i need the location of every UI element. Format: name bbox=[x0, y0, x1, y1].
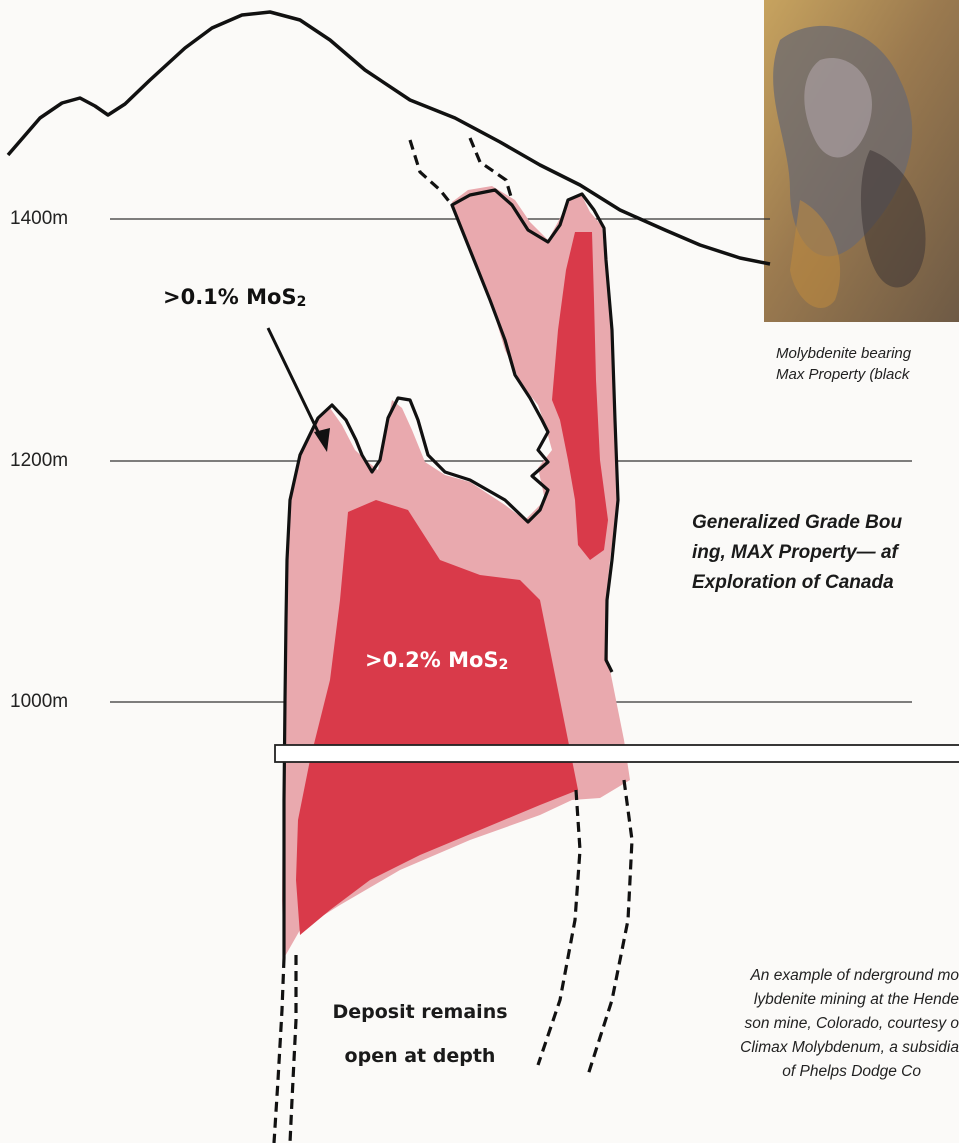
dashed-line-bottom-right bbox=[588, 780, 632, 1075]
elevation-label-1400: 1400m bbox=[10, 208, 68, 230]
grade-low-text: >0.1% MoS bbox=[163, 285, 297, 309]
mining-caption-line-4: Climax Molybdenum, a subsidia bbox=[660, 1036, 959, 1060]
deposit-note: Deposit remains open at depth bbox=[315, 990, 525, 1078]
grade-arrow bbox=[268, 328, 330, 452]
section-title-line-2: ing, MAX Property— af bbox=[692, 538, 902, 568]
mining-caption-line-1: An example of nderground mo bbox=[660, 964, 959, 988]
mining-caption-line-5: of Phelps Dodge Co bbox=[660, 1060, 959, 1084]
dashed-line-bottom-mid bbox=[538, 790, 580, 1065]
horizontal-drift bbox=[275, 745, 959, 762]
grade-label-high: >0.2% MoS2 bbox=[365, 648, 508, 673]
section-title-line-1: Generalized Grade Bou bbox=[692, 508, 902, 538]
photo-caption-line-1: Molybdenite bearing bbox=[776, 343, 911, 364]
topographic-profile bbox=[8, 12, 770, 264]
elevation-label-1200: 1200m bbox=[10, 450, 68, 472]
grade-label-low: >0.1% MoS2 bbox=[163, 285, 306, 310]
deposit-note-line-2: open at depth bbox=[315, 1034, 525, 1078]
grade-high-text: >0.2% MoS bbox=[365, 648, 499, 672]
grade-low-subscript: 2 bbox=[297, 294, 307, 310]
molybdenite-photo bbox=[764, 0, 959, 322]
elevation-label-1000: 1000m bbox=[10, 691, 68, 713]
photo-caption-line-2: Max Property (black bbox=[776, 364, 911, 385]
section-title-line-3: Exploration of Canada bbox=[692, 568, 902, 598]
deposit-note-line-1: Deposit remains bbox=[315, 990, 525, 1034]
mining-caption-line-3: son mine, Colorado, courtesy o bbox=[660, 1012, 959, 1036]
dashed-line-bottom-left-2 bbox=[290, 955, 296, 1143]
dashed-line-top-left bbox=[410, 140, 452, 205]
mining-caption-line-2: lybdenite mining at the Hende bbox=[660, 988, 959, 1012]
grade-high-subscript: 2 bbox=[499, 657, 509, 673]
dashed-line-bottom-left-1 bbox=[274, 958, 284, 1143]
